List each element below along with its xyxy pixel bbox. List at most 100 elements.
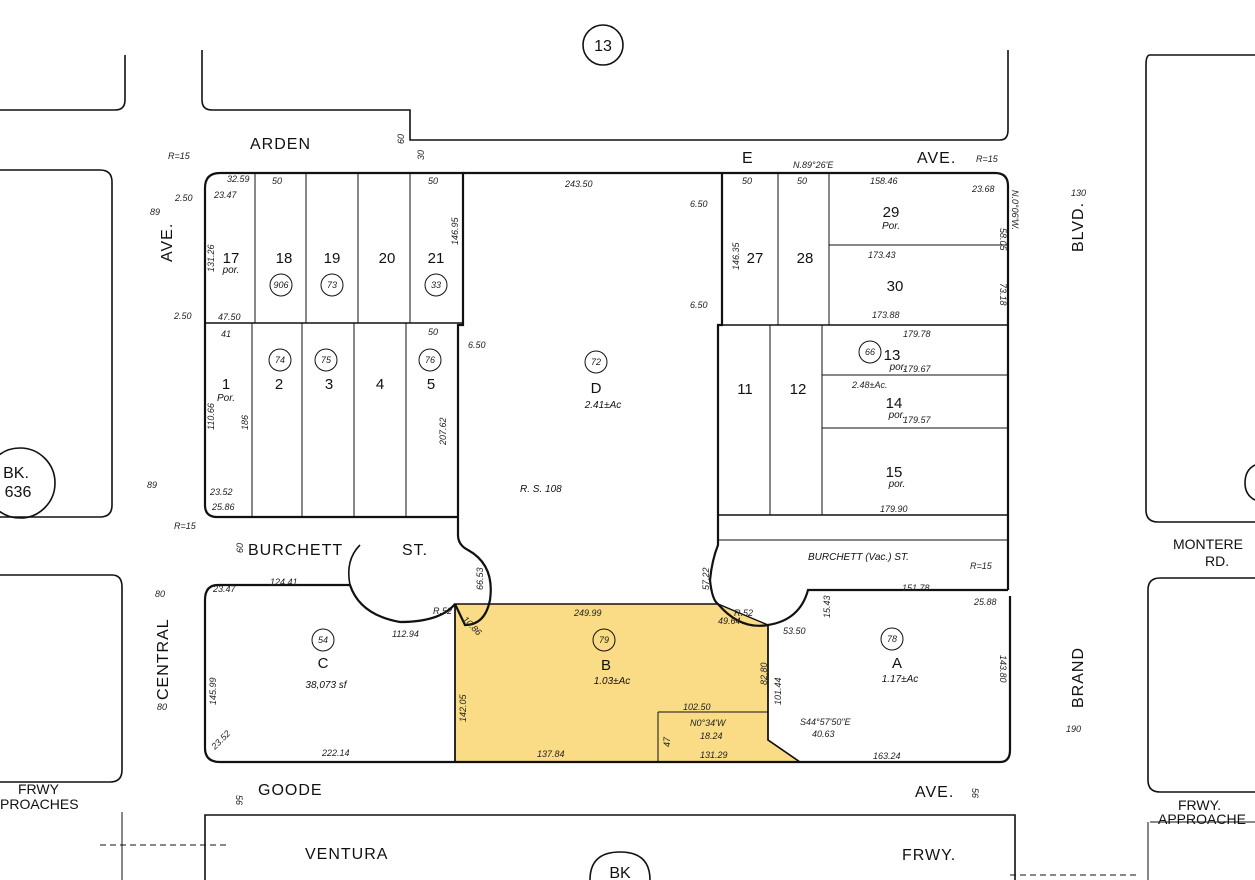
lot-29-por: Por. <box>882 221 900 232</box>
dim-22214: 222.14 <box>321 748 350 758</box>
lot-2: 2 <box>275 376 283 393</box>
dim-60-b: 60 <box>235 543 245 553</box>
book-ref-bottom-circle <box>589 851 651 880</box>
street-e: E <box>742 150 754 167</box>
dim-11066: 110.66 <box>206 403 216 430</box>
street-rd: RD. <box>1205 553 1229 569</box>
dim-15846: 158.46 <box>870 176 898 186</box>
dim-1824: 18.24 <box>700 731 723 741</box>
bearing-n034w: N0°34'W <box>690 718 727 728</box>
parcel-73: 73 <box>327 280 337 290</box>
dim-15178: 151.78 <box>902 583 930 593</box>
parcel-b-label[interactable]: B <box>601 657 611 674</box>
radius-15-b: R=15 <box>976 154 999 164</box>
dim-10250: 102.50 <box>683 702 711 712</box>
street-outlines <box>0 50 1255 880</box>
dim-248ac: 2.48±Ac. <box>851 380 887 390</box>
lot-13-por: por. <box>889 362 907 373</box>
parcel-79: 79 <box>599 635 609 645</box>
lot-5: 5 <box>427 376 435 393</box>
street-goode: GOODE <box>258 782 323 799</box>
dim-89-a: 89 <box>150 207 160 217</box>
dim-5350: 53.50 <box>783 626 806 636</box>
dim-80-b: 80 <box>157 702 167 712</box>
dim-41: 41 <box>221 329 231 339</box>
parcel-a-area: 1.17±Ac <box>882 674 919 685</box>
lot-29: 29 <box>883 204 900 221</box>
dim-1543: 15.43 <box>822 595 832 618</box>
radius-15-c: R=15 <box>174 521 197 531</box>
parcel-54: 54 <box>318 635 328 645</box>
dim-14205: 142.05 <box>458 693 468 722</box>
dim-50-a: 50 <box>272 176 282 186</box>
parcel-72: 72 <box>591 357 601 367</box>
radius-52-b: R.52 <box>734 608 753 618</box>
dim-17990: 179.90 <box>880 504 908 514</box>
street-ventura: VENTURA <box>305 846 388 863</box>
parcel-d-area: 2.41±Ac <box>584 400 622 411</box>
dim-17978: 179.78 <box>903 329 931 339</box>
lot-3: 3 <box>325 376 333 393</box>
street-ave-bottom: AVE. <box>915 784 954 801</box>
parcel-74: 74 <box>275 355 285 365</box>
parcel-c-area: 38,073 sf <box>305 680 347 691</box>
lot-15: 15 <box>886 464 903 481</box>
frwy-approaches-left-1: FRWY <box>18 781 60 797</box>
dim-4063: 40.63 <box>812 729 835 739</box>
dim-13126: 131.26 <box>206 244 216 272</box>
book-ref-right-circle <box>1244 464 1255 501</box>
lot-30: 30 <box>887 278 904 295</box>
dim-2347-b: 23.47 <box>213 190 238 200</box>
book-ref-circle <box>0 447 56 519</box>
dim-80-a: 80 <box>155 589 165 599</box>
dim-5805: 58.05 <box>998 228 1008 252</box>
lot-17: 17 <box>223 250 240 267</box>
dim-14599: 145.99 <box>208 677 218 705</box>
dim-7318: 73.18 <box>998 283 1008 306</box>
dim-2352-b: 23.52 <box>209 487 233 497</box>
parcel-76: 76 <box>425 355 435 365</box>
page-number: 13 <box>594 38 612 55</box>
dim-17957: 179.57 <box>903 415 932 425</box>
dim-2352: 23.52 <box>209 728 233 752</box>
dim-2586: 25.86 <box>211 502 235 512</box>
dim-14635: 146.35 <box>731 241 741 270</box>
dim-13129: 131.29 <box>700 750 728 760</box>
dim-10144: 101.44 <box>773 677 783 705</box>
rs-label: R. S. 108 <box>520 484 562 495</box>
lot-1-por: Por. <box>217 393 235 404</box>
lot-28: 28 <box>797 250 814 267</box>
bearing-n0106w: N.0°06'W. <box>1010 190 1020 230</box>
dim-4964: 49.64 <box>718 616 741 626</box>
dim-3259: 32.59 <box>227 174 250 184</box>
street-burchett: BURCHETT <box>248 542 343 559</box>
lot-21: 21 <box>428 250 445 267</box>
dim-8280: 82.80 <box>759 662 769 685</box>
street-ave-top: AVE. <box>917 150 956 167</box>
dim-2368: 23.68 <box>971 184 995 194</box>
street-central: CENTRAL <box>155 618 172 700</box>
radius-15-d: R=15 <box>970 561 993 571</box>
dim-14380: 143.80 <box>998 655 1008 683</box>
dim-17967: 179.67 <box>903 364 932 374</box>
dim-17343: 173.43 <box>868 250 896 260</box>
dim-12441: 124.41 <box>270 577 298 587</box>
lot-13: 13 <box>884 347 901 364</box>
book-ref-bottom: BK <box>609 865 631 880</box>
dim-5722: 57.22 <box>701 567 711 590</box>
street-arden: ARDEN <box>250 136 311 153</box>
dim-13784: 137.84 <box>537 749 565 759</box>
dim-24999: 249.99 <box>573 608 602 618</box>
lot-15-por: por. <box>888 479 906 490</box>
dim-186: 186 <box>240 415 250 430</box>
dim-650-b: 6.50 <box>690 199 708 209</box>
street-blvd: BLVD. <box>1070 202 1087 252</box>
dim-20762: 207.62 <box>438 417 448 446</box>
dim-17388: 173.88 <box>872 310 900 320</box>
street-burchett-vac: BURCHETT (Vac.) ST. <box>808 552 909 563</box>
bearing-n89: N.89°26'E <box>793 160 834 170</box>
dim-11294: 112.94 <box>392 629 419 639</box>
lot-11: 11 <box>737 381 753 398</box>
lot-4: 4 <box>376 376 384 393</box>
